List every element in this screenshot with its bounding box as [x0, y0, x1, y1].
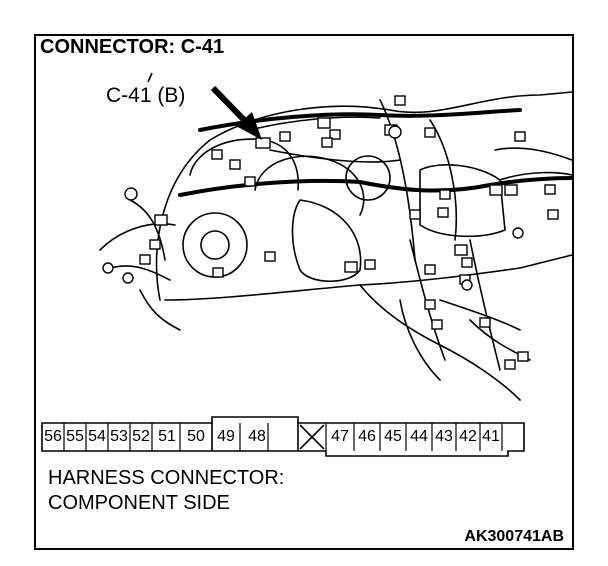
- pin-43: 43: [435, 428, 453, 445]
- harness-side-label: HARNESS CONNECTOR: COMPONENT SIDE: [48, 466, 284, 516]
- pin-55: 55: [66, 428, 84, 445]
- pin-49: 49: [217, 428, 235, 445]
- pin-56: 56: [44, 428, 62, 445]
- pin-53: 53: [110, 428, 128, 445]
- harness-label-line2: COMPONENT SIDE: [48, 492, 230, 514]
- pin-54: 54: [88, 428, 106, 445]
- pin-50: 50: [187, 428, 205, 445]
- pin-47: 47: [331, 428, 349, 445]
- harness-label-line1: HARNESS CONNECTOR:: [48, 467, 285, 489]
- pin-52: 52: [132, 428, 150, 445]
- pin-45: 45: [384, 428, 402, 445]
- pin-42: 42: [459, 428, 477, 445]
- page-title: CONNECTOR: C-41: [40, 36, 225, 58]
- diagram-frame: [34, 34, 574, 550]
- pin-48: 48: [248, 428, 266, 445]
- callout-label: C-41 (B): [106, 84, 186, 107]
- pin-46: 46: [358, 428, 376, 445]
- pin-44: 44: [410, 428, 428, 445]
- pin-51: 51: [158, 428, 176, 445]
- pin-41: 41: [482, 428, 500, 445]
- figure-code: AK300741AB: [464, 528, 564, 545]
